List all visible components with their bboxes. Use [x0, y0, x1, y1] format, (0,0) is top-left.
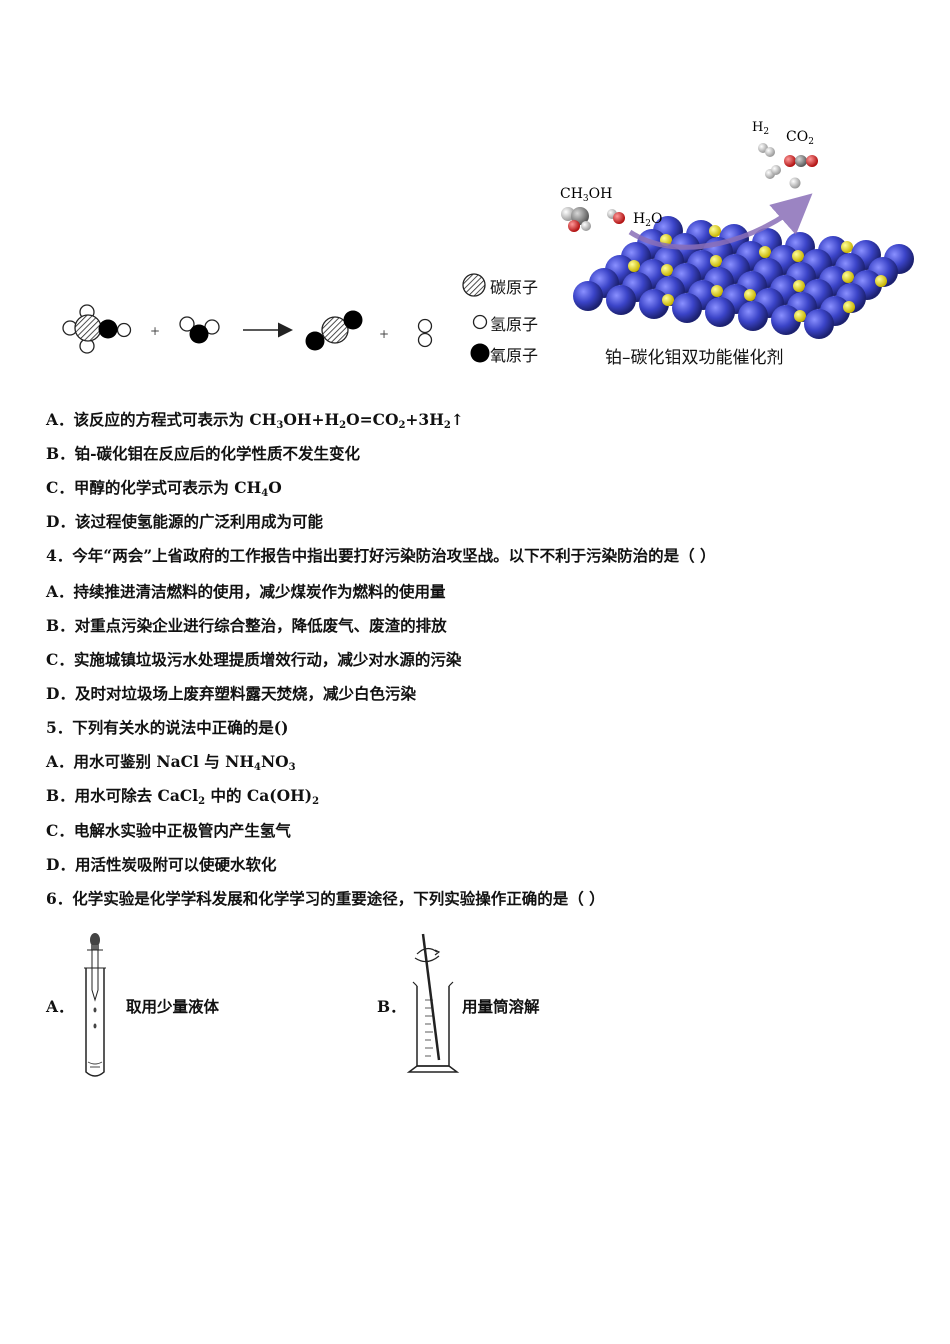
catalyst-carbide-atom — [662, 294, 674, 306]
catalyst-sphere — [639, 289, 669, 319]
oxygen-legend-label: 氧原子 — [490, 346, 539, 365]
catalyst-sphere — [804, 309, 834, 339]
h2o-label: H2O — [633, 211, 662, 229]
q4-option-b: B．对重点污染企业进行综合整治，降低废气、废渣的排放 — [46, 616, 447, 635]
q3-option-c: C．甲醇的化学式可表示为 CH4O — [46, 478, 282, 499]
reaction-path-arrow — [628, 193, 813, 250]
dropper-testtube-illustration — [84, 933, 106, 1077]
methanol-molecule — [62, 304, 132, 354]
carbon-legend-icon — [462, 273, 486, 297]
q5-option-a: A．用水可鉴别 NaCl 与 NH4NO3 — [46, 752, 296, 773]
catalyst-sphere — [771, 305, 801, 335]
carbon-legend-label: 碳原子 — [490, 278, 539, 297]
q4-option-a: A．持续推进清洁燃料的使用，减少煤炭作为燃料的使用量 — [46, 582, 446, 601]
q4-option-c: C．实施城镇垃圾污水处理提质增效行动，减少对水源的污染 — [46, 650, 462, 669]
q5-option-b: B．用水可除去 CaCl2 中的 Ca(OH)2 — [46, 786, 320, 807]
reaction-diagram: + + — [62, 120, 914, 363]
water-3d-icon — [607, 209, 625, 224]
hydrogen-legend-label: 氢原子 — [490, 315, 539, 334]
catalyst-sphere — [573, 281, 603, 311]
h2-3d-icon — [758, 143, 801, 189]
q6-option-b-letter: B． — [377, 997, 406, 1016]
catalyst-sphere — [738, 301, 768, 331]
q5-option-c: C．电解水实验中正极管内产生氢气 — [46, 821, 291, 840]
co2-3d-icon — [784, 155, 818, 167]
catalyst-carbide-atom — [744, 289, 756, 301]
plus-sign-1: + — [150, 324, 160, 338]
q3-option-a: A．该反应的方程式可表示为 CH3OH+H2O=CO2+3H2↑ — [46, 410, 464, 431]
catalyst-carbide-atom — [711, 285, 723, 297]
co2-molecule — [305, 310, 363, 351]
graduated-cylinder-illustration — [406, 933, 460, 1073]
catalyst-carbide-atom — [793, 280, 805, 292]
ch3oh-label: CH3OH — [560, 186, 612, 204]
plus-sign-2: + — [379, 327, 389, 341]
q4-stem: 4．今年“两会”上省政府的工作报告中指出要打好污染防治攻坚战。以下不利于污染防治… — [46, 546, 716, 565]
q6-option-a-text: 取用少量液体 — [126, 997, 220, 1016]
catalyst-sphere — [705, 297, 735, 327]
q6-option-a-letter: A． — [46, 997, 74, 1016]
catalyst-carbide-atom — [794, 310, 806, 322]
q4-option-d: D．及时对垃圾场上废弃塑料露天焚烧，减少白色污染 — [46, 684, 416, 703]
catalyst-carbide-atom — [843, 301, 855, 313]
h2-label: H2 — [752, 120, 769, 137]
q5-option-d: D．用活性炭吸附可以使硬水软化 — [46, 855, 277, 874]
catalyst-carbide-atom — [841, 241, 853, 253]
catalyst-carbide-atom — [709, 225, 721, 237]
catalyst-carbide-atom — [759, 246, 771, 258]
catalyst-carbide-atom — [710, 255, 722, 267]
oxygen-legend-icon — [470, 343, 490, 363]
q5-stem: 5．下列有关水的说法中正确的是() — [46, 718, 289, 737]
water-molecule — [179, 316, 220, 344]
catalyst-caption: 铂–碳化钼双功能催化剂 — [605, 348, 784, 368]
hydrogen-legend-icon — [472, 314, 488, 330]
catalyst-carbide-atom — [628, 260, 640, 272]
catalyst-sphere — [606, 285, 636, 315]
q6-stem: 6．化学实验是化学学科发展和化学学习的重要途径，下列实验操作正确的是（ ） — [46, 889, 605, 908]
catalyst-carbide-atom — [792, 250, 804, 262]
q3-option-d: D．该过程使氢能源的广泛利用成为可能 — [46, 512, 323, 531]
catalyst-carbide-atom — [661, 264, 673, 276]
co2-label: CO2 — [786, 129, 814, 147]
methanol-3d-icon — [561, 207, 591, 232]
q6-option-b-text: 用量筒溶解 — [462, 997, 540, 1016]
catalyst-carbide-atom — [875, 275, 887, 287]
h2-molecule — [417, 318, 433, 348]
catalyst-carbide-atom — [842, 271, 854, 283]
catalyst-sphere — [672, 293, 702, 323]
q3-option-b: B．铂-碳化钼在反应后的化学性质不发生变化 — [46, 444, 361, 463]
